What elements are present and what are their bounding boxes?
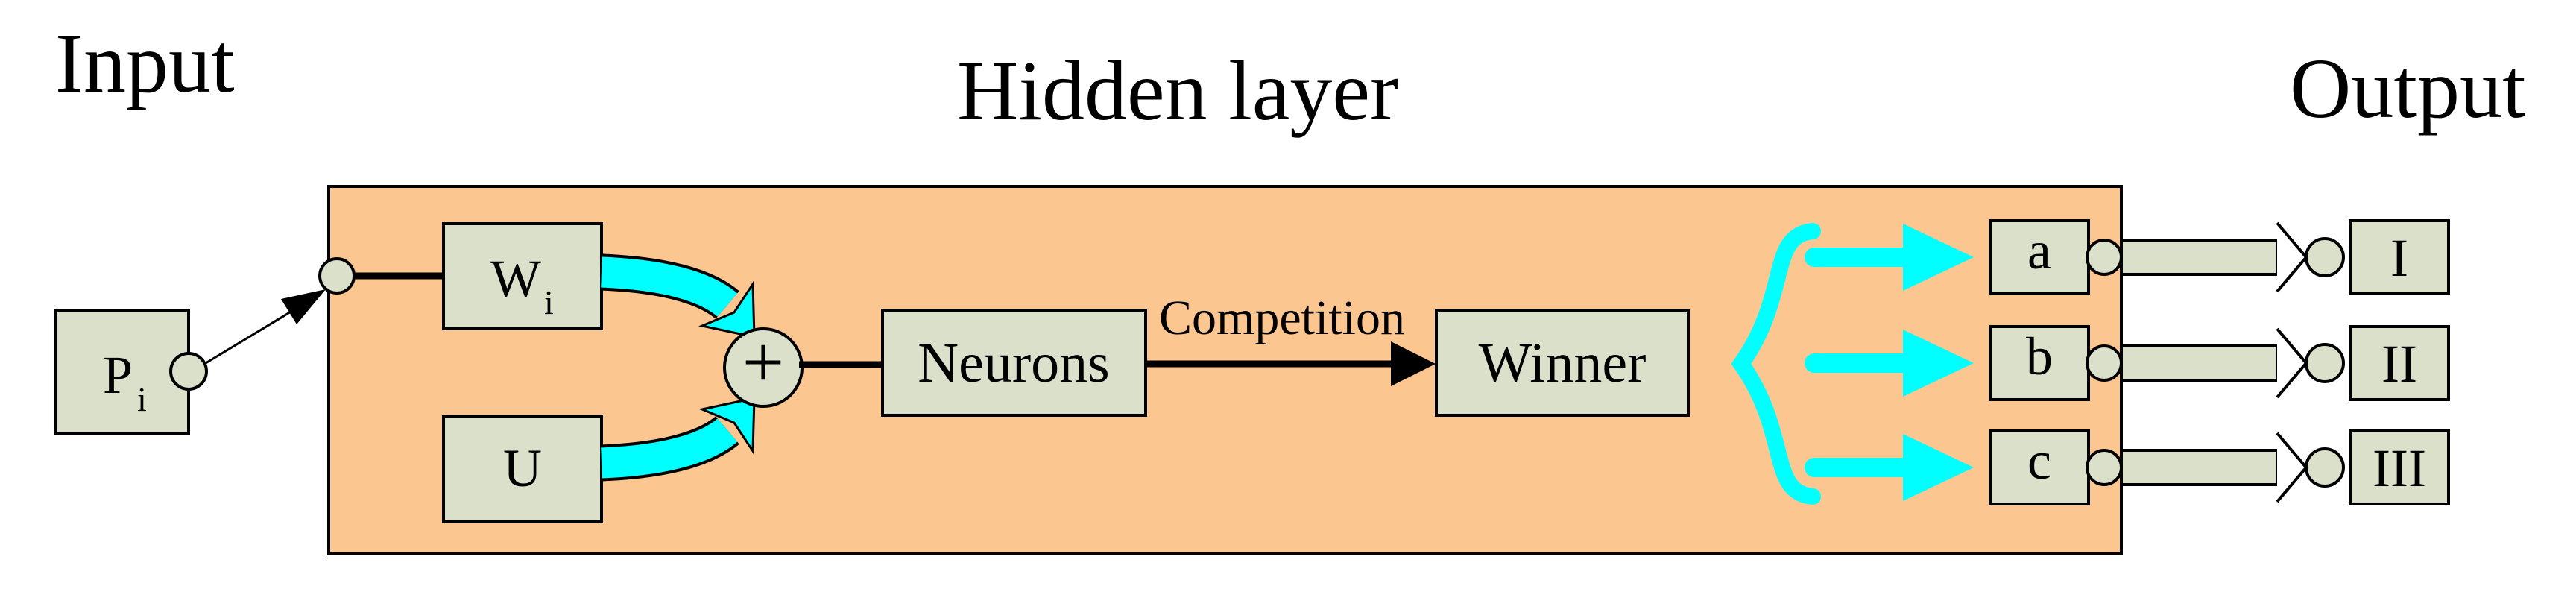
output-node-box xyxy=(2349,429,2450,505)
output-connection-tube xyxy=(2120,239,2279,276)
input-node-port-circle xyxy=(169,352,208,391)
output-open-arrowhead-icon xyxy=(2276,432,2308,503)
input-section-title: Input xyxy=(55,16,235,110)
output-port-circle xyxy=(2305,237,2345,277)
fanout-brace-icon xyxy=(1731,223,1821,505)
input-node-label-subscript: i xyxy=(137,380,147,418)
output-connection-tube xyxy=(2120,449,2279,486)
weight-node-box xyxy=(442,222,603,330)
output-node-label: II xyxy=(2381,334,2417,394)
output-open-arrowhead-icon xyxy=(2276,221,2308,293)
output-open-arrowhead-icon xyxy=(2276,327,2308,399)
sum-node-label: + xyxy=(742,321,784,403)
output-node-box xyxy=(2349,219,2450,295)
output-port-circle xyxy=(2305,447,2345,488)
output-connection-tube xyxy=(2120,344,2279,382)
output-node-label: I xyxy=(2390,228,2408,288)
hidden-output-row-b: b II xyxy=(1805,325,2450,401)
winner-node-box xyxy=(1435,309,1690,417)
hidden-output-port-circle xyxy=(2086,449,2123,486)
weight-to-sum-arrowhead-icon xyxy=(698,280,756,338)
entry-junction-circle xyxy=(318,257,356,294)
neurons-node-label: Neurons xyxy=(918,332,1110,394)
weight-node-label-subscript: i xyxy=(544,283,554,321)
hidden-output-node-label: a xyxy=(2027,221,2051,280)
input-node-label: P xyxy=(103,345,133,405)
hidden-output-port-circle xyxy=(2086,344,2123,382)
input-connection-arrowhead-icon xyxy=(281,289,326,324)
weight-node-label: W xyxy=(490,249,541,309)
hidden-output-row-a: a I xyxy=(1805,219,2450,295)
bias-to-sum-arrowhead-icon xyxy=(698,397,756,455)
fanout-arrowhead-icon xyxy=(1903,330,1974,397)
input-connection-line xyxy=(205,305,300,365)
winner-node-label: Winner xyxy=(1479,332,1647,394)
hidden-output-node-label: c xyxy=(2027,431,2051,491)
output-section-title: Output xyxy=(2290,41,2526,136)
competition-edge-label: Competition xyxy=(1159,291,1405,345)
output-node-box xyxy=(2349,325,2450,401)
hidden-output-port-circle xyxy=(2086,239,2123,276)
input-node-box xyxy=(54,309,190,435)
fanout-arrowhead-icon xyxy=(1903,224,1974,291)
competition-arrowhead-icon xyxy=(1391,341,1436,386)
hidden-output-row-c: c III xyxy=(1805,429,2450,505)
hidden-output-node-label: b xyxy=(2026,327,2053,386)
bias-node-box xyxy=(442,415,603,523)
output-node-label: III xyxy=(2373,438,2426,498)
bias-to-sum-band-icon xyxy=(601,418,738,479)
fanout-arrowhead-icon xyxy=(1903,434,1974,501)
neurons-node-box xyxy=(881,309,1147,417)
weight-to-sum-band-icon xyxy=(601,256,738,318)
hidden-layer-section-title: Hidden layer xyxy=(957,43,1398,138)
output-port-circle xyxy=(2305,343,2345,383)
bias-node-label: U xyxy=(503,438,542,498)
